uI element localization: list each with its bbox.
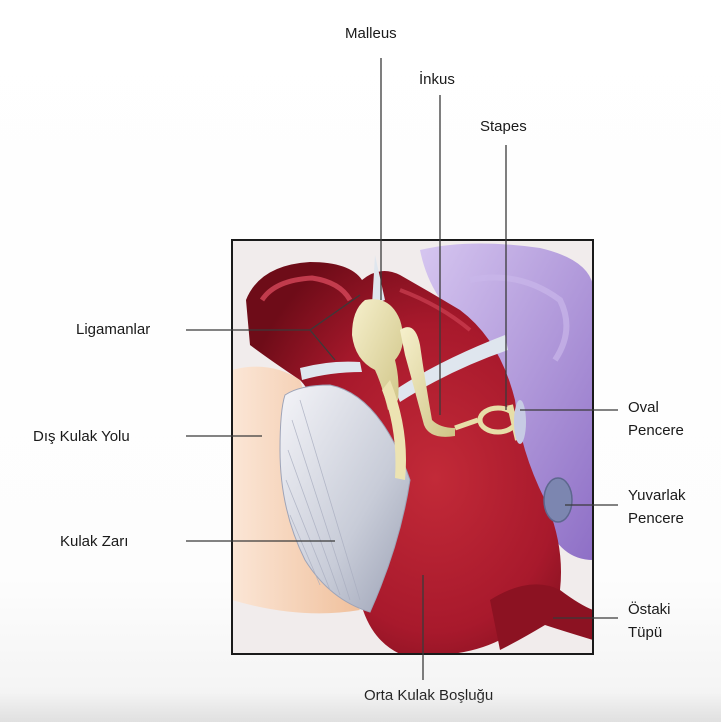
label-stapes: Stapes — [480, 115, 527, 138]
label-oval-pencere-line-1: Oval — [628, 396, 684, 419]
label-inkus: İnkus — [419, 68, 455, 91]
label-ostaki-tupu: Östaki Tüpü — [628, 598, 671, 644]
label-oval-pencere-line-2: Pencere — [628, 419, 684, 442]
label-yuvarlak-pencere-line-2: Pencere — [628, 507, 686, 530]
label-ligamanlar: Ligamanlar — [76, 318, 150, 341]
label-yuvarlak-pencere: Yuvarlak Pencere — [628, 484, 686, 530]
label-dis-kulak-yolu: Dış Kulak Yolu — [33, 425, 130, 448]
label-kulak-zari: Kulak Zarı — [60, 530, 128, 553]
label-yuvarlak-pencere-line-1: Yuvarlak — [628, 484, 686, 507]
label-oval-pencere: Oval Pencere — [628, 396, 684, 442]
oval-window-shape — [514, 400, 526, 444]
illustration-frame — [232, 240, 594, 655]
label-ostaki-tupu-line-1: Östaki — [628, 598, 671, 621]
bottom-shade — [0, 692, 721, 722]
label-ostaki-tupu-line-2: Tüpü — [628, 621, 671, 644]
round-window-shape — [544, 478, 572, 522]
label-malleus: Malleus — [345, 22, 397, 45]
